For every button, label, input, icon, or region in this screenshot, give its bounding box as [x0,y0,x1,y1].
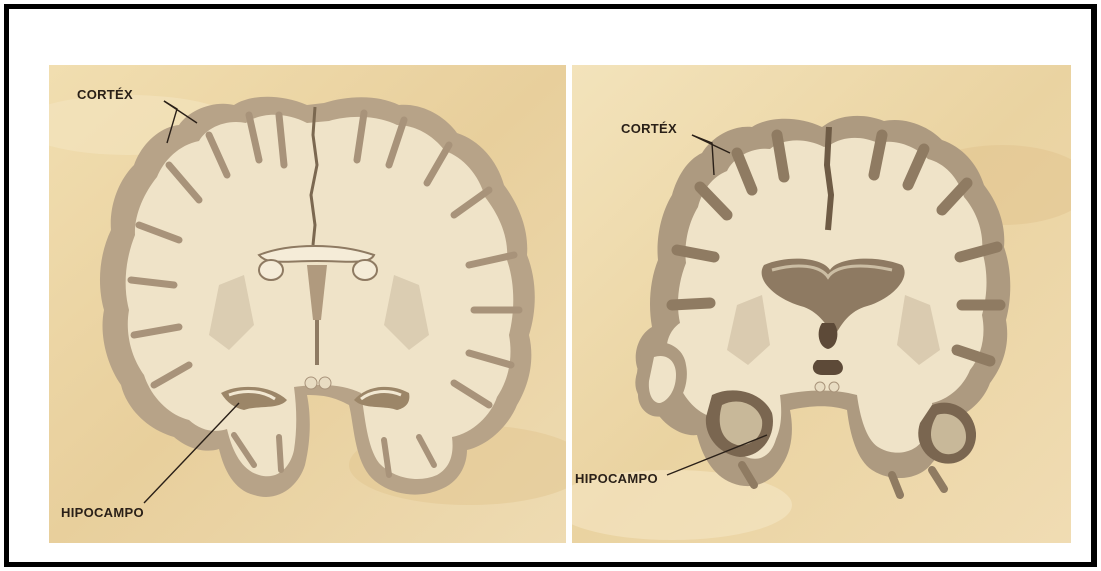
healthy-brain-panel: CORTÉX HIPOCAMPO [49,65,566,543]
hippocampus-label: HIPOCAMPO [575,471,658,486]
atrophied-brain-panel: CORTÉX HIPOCAMPO [572,65,1071,543]
cortex-label: CORTÉX [77,87,133,102]
healthy-brain-illustration [49,65,566,543]
hippocampus-label: HIPOCAMPO [61,505,144,520]
figure-frame: CORTÉX HIPOCAMPO [4,4,1097,567]
cortex-label: CORTÉX [621,121,677,136]
